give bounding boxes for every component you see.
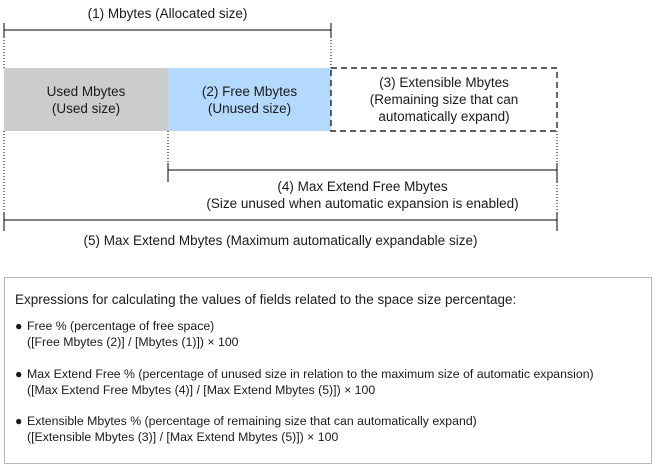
formula-expression: ([Max Extend Free Mbytes (4)] / [Max Ext… [27,383,376,397]
extensible-mbytes-line2: (Remaining size that can [369,92,519,107]
free-mbytes-line2: (Unused size) [207,100,292,116]
bullet-icon: ● [15,319,23,333]
free-mbytes-box [168,68,331,131]
formula-expression: ([Extensible Mbytes (3)] / [Max Extend M… [27,430,339,444]
diagram-graphics [3,23,558,231]
extensible-mbytes-line1: (3) Extensible Mbytes [379,75,509,90]
max-extend-free-label: (4) Max Extend Free Mbytes (Size unused … [168,178,557,212]
formula-name: Extensible Mbytes % (percentage of remai… [27,414,477,428]
formula-item-free-percent: ● Free % (percentage of free space) ([Fre… [15,318,239,350]
free-mbytes-text: (2) Free Mbytes (Unused size) [168,68,331,131]
formula-name: Max Extend Free % (percentage of unused … [27,367,594,381]
extensible-mbytes-text: (3) Extensible Mbytes (Remaining size th… [331,68,557,131]
max-extend-label: (5) Max Extend Mbytes (Maximum automatic… [83,233,478,248]
formula-item-extensible-mbytes-percent: ● Extensible Mbytes % (percentage of rema… [15,413,477,445]
formula-panel: Expressions for calculating the values o… [4,277,652,464]
mbytes-label: (1) Mbytes (Allocated size) [87,6,248,21]
space-size-diagram: (1) Mbytes (Allocated size) Used Mbytes … [3,6,558,248]
bullet-icon: ● [15,414,23,428]
formula-name: Free % (percentage of free space) [27,319,215,333]
used-mbytes-line1: Used Mbytes [46,83,126,99]
used-mbytes-box [4,68,168,131]
formula-panel-title: Expressions for calculating the values o… [15,292,517,307]
extensible-mbytes-line3: automatically expand) [378,109,510,124]
max-extend-free-line2: (Size unused when automatic expansion is… [206,196,519,211]
used-mbytes-line2: (Used size) [51,100,121,116]
formula-item-max-extend-free-percent: ● Max Extend Free % (percentage of unused… [15,366,594,398]
formula-expression: ([Free Mbytes (2)] / [Mbytes (1)]) × 100 [27,335,239,349]
bullet-icon: ● [15,367,23,381]
extensible-mbytes-box [330,67,558,132]
used-mbytes-text: Used Mbytes (Used size) [4,68,168,131]
max-extend-free-line1: (4) Max Extend Free Mbytes [277,179,448,194]
free-mbytes-line1: (2) Free Mbytes [201,83,298,99]
